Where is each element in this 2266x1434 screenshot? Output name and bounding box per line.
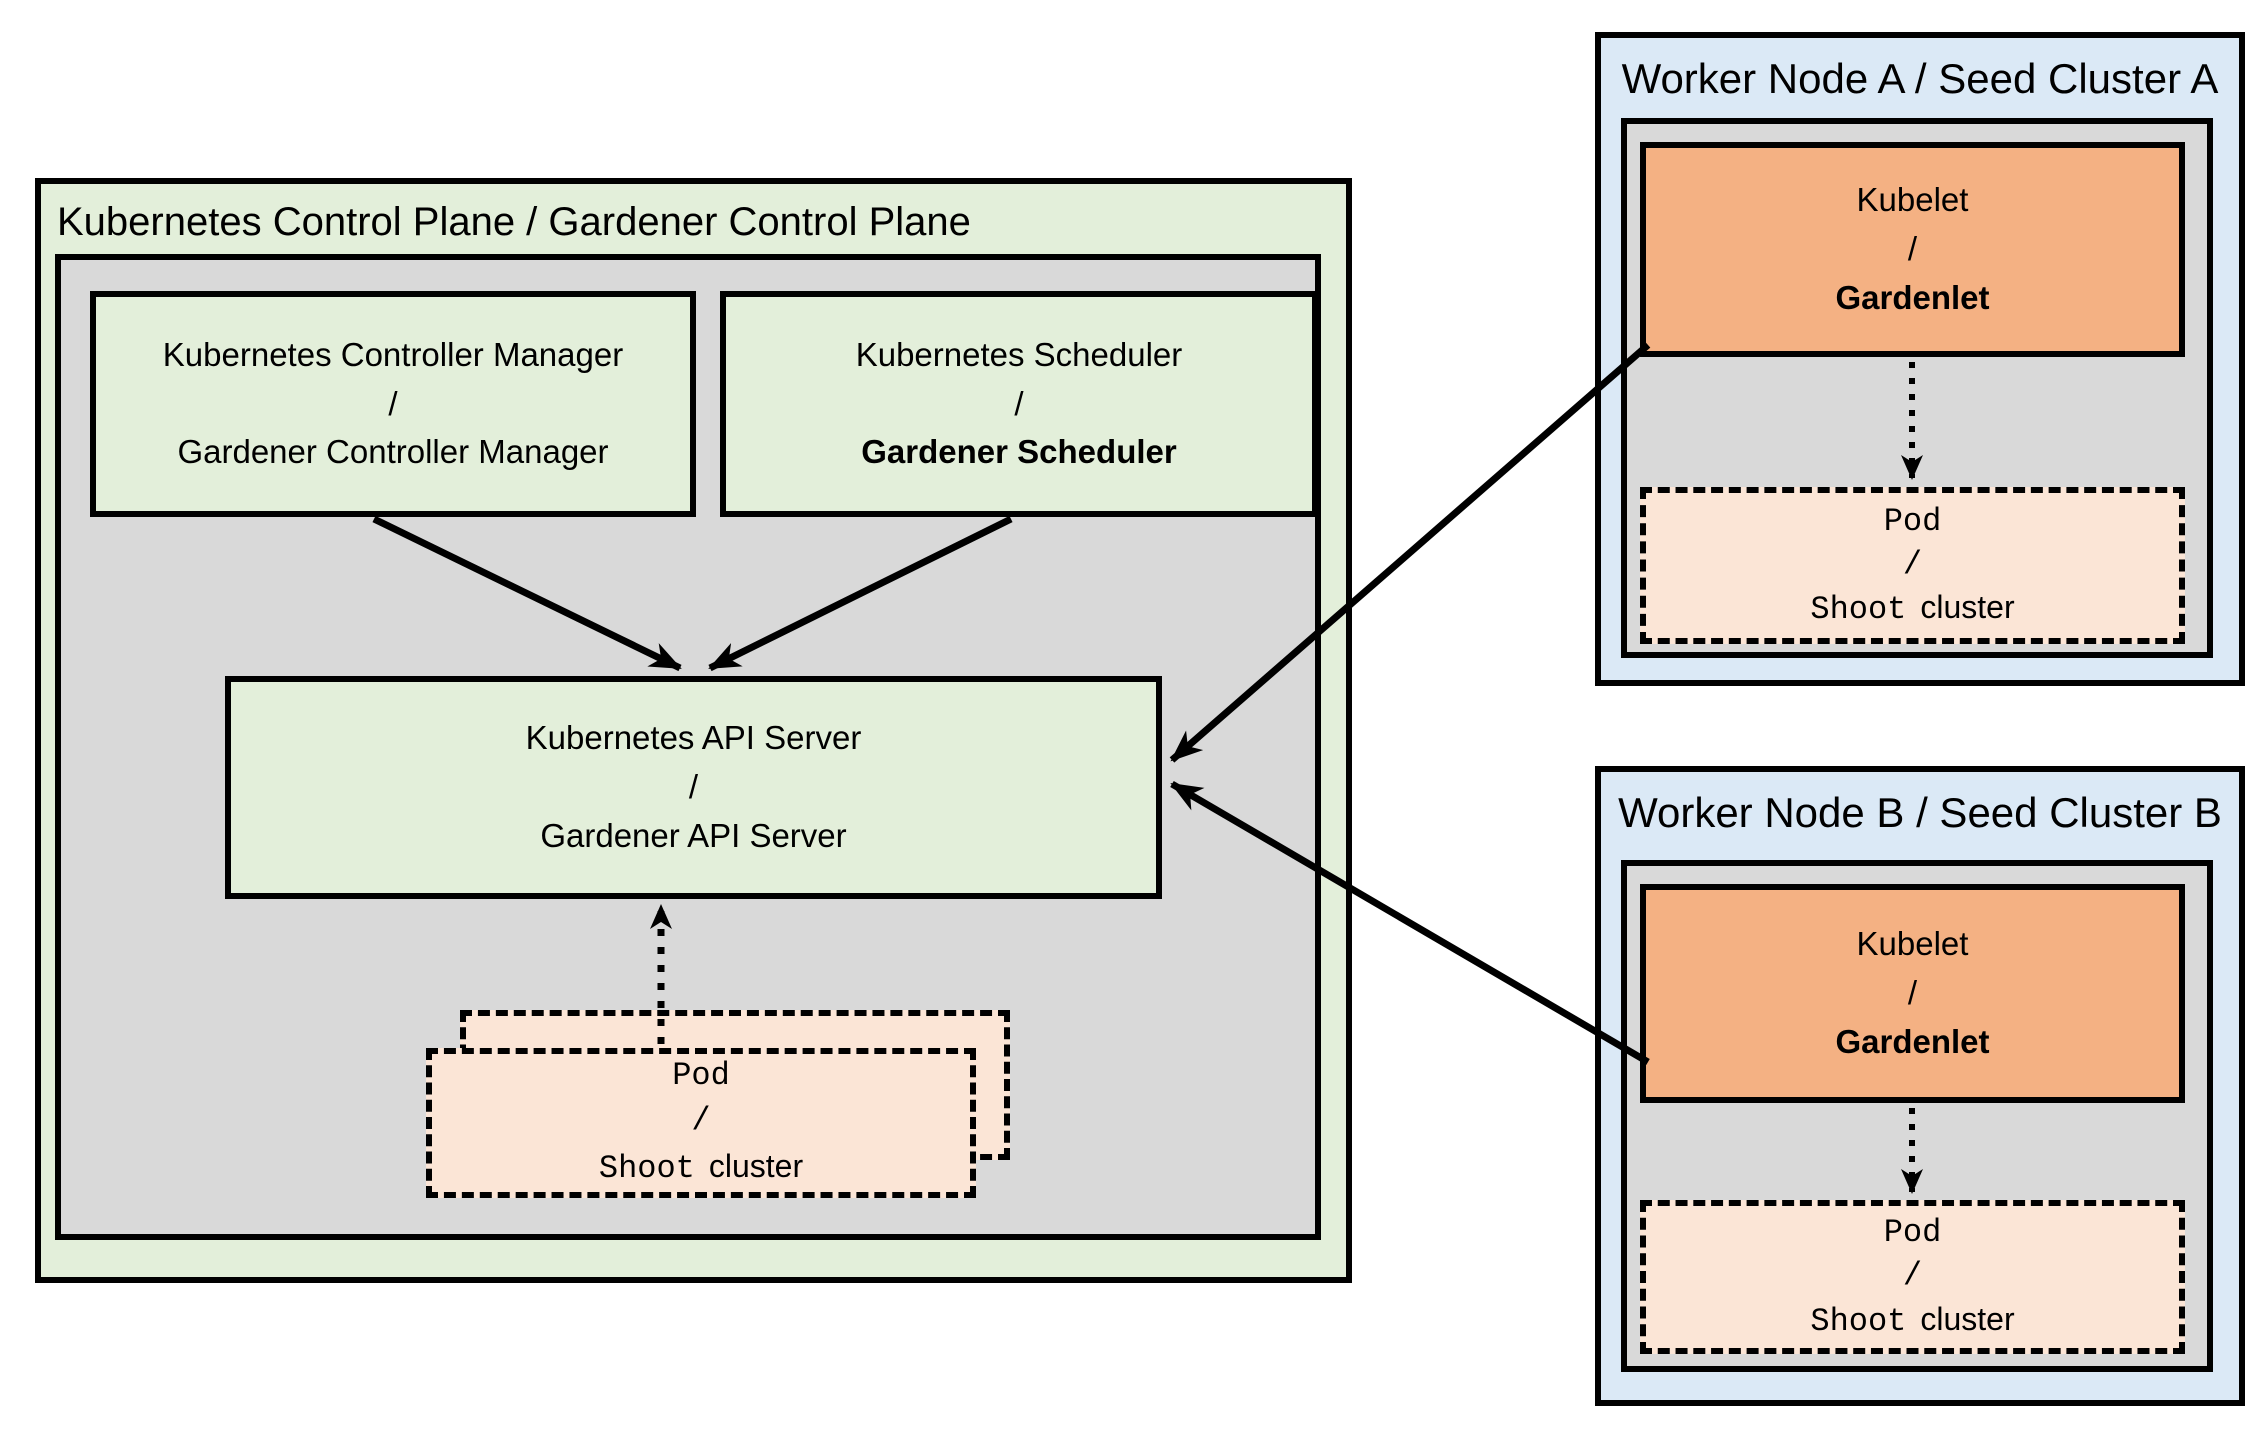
control-plane-box: Kubernetes Control Plane / Gardener Cont… (35, 178, 1352, 1283)
kubelet-b-box: Kubelet / Gardenlet (1640, 884, 2185, 1103)
scheduler-separator: / (1014, 384, 1024, 422)
pod-line1: Pod (672, 1057, 730, 1095)
pod-a-line2: Shoot cluster (1810, 586, 2014, 631)
kubelet-a-separator: / (1907, 230, 1918, 268)
pod-separator: / (691, 1102, 711, 1140)
api-server-separator: / (688, 768, 699, 806)
scheduler-box: Kubernetes Scheduler / Gardener Schedule… (720, 291, 1318, 517)
worker-node-a-inner-panel: Kubelet / Gardenlet Pod / Shoot cluster (1621, 118, 2213, 658)
pod-b-line1: Pod (1883, 1214, 1942, 1252)
worker-node-a-box: Worker Node A / Seed Cluster A Kubelet /… (1595, 32, 2245, 686)
worker-node-a-title: Worker Node A / Seed Cluster A (1621, 55, 2219, 102)
pod-a-line1: Pod (1883, 502, 1942, 540)
control-plane-title: Kubernetes Control Plane / Gardener Cont… (57, 200, 971, 244)
pod-a-box: Pod / Shoot cluster (1640, 487, 2185, 644)
control-plane-inner-panel: Kubernetes Controller Manager / Gardener… (55, 254, 1321, 1240)
pod-b-line2: Shoot cluster (1810, 1298, 2014, 1343)
api-server-line2: Gardener API Server (540, 816, 847, 854)
worker-node-b-inner-panel: Kubelet / Gardenlet Pod / Shoot cluster (1621, 860, 2213, 1372)
pod-line2-cluster: cluster (708, 1147, 804, 1184)
scheduler-line2: Gardener Scheduler (861, 433, 1177, 471)
controller-manager-box: Kubernetes Controller Manager / Gardener… (90, 291, 696, 517)
kubelet-a-line1: Kubelet (1856, 181, 1969, 219)
pod-a-line2-shoot: Shoot (1810, 591, 1907, 629)
pod-b-separator: / (1902, 1257, 1923, 1295)
pod-line2: Shoot cluster (599, 1144, 803, 1192)
controller-manager-line1: Kubernetes Controller Manager (162, 335, 624, 373)
pod-b-line2-cluster: cluster (1920, 1300, 2015, 1337)
worker-node-b-box: Worker Node B / Seed Cluster B Kubelet /… (1595, 766, 2245, 1406)
kubelet-b-separator: / (1907, 974, 1918, 1012)
kubelet-a-box: Kubelet / Gardenlet (1640, 142, 2185, 357)
pod-shoot-cluster-box: Pod / Shoot cluster (426, 1048, 976, 1198)
kubelet-a-line2: Gardenlet (1835, 278, 1990, 316)
kubelet-b-line1: Kubelet (1856, 925, 1969, 963)
pod-b-box: Pod / Shoot cluster (1640, 1200, 2185, 1354)
kubelet-b-line2: Gardenlet (1835, 1022, 1990, 1060)
api-server-line1: Kubernetes API Server (525, 719, 862, 757)
pod-a-line2-cluster: cluster (1920, 589, 2015, 626)
pod-b-line2-shoot: Shoot (1810, 1302, 1907, 1340)
pod-a-separator: / (1902, 545, 1923, 583)
worker-node-b-title: Worker Node B / Seed Cluster B (1618, 789, 2222, 836)
controller-manager-separator: / (388, 384, 398, 422)
controller-manager-line2: Gardener Controller Manager (177, 433, 609, 471)
api-server-box: Kubernetes API Server / Gardener API Ser… (225, 676, 1162, 899)
pod-line2-shoot: Shoot (598, 1149, 695, 1187)
scheduler-line1: Kubernetes Scheduler (855, 335, 1183, 373)
